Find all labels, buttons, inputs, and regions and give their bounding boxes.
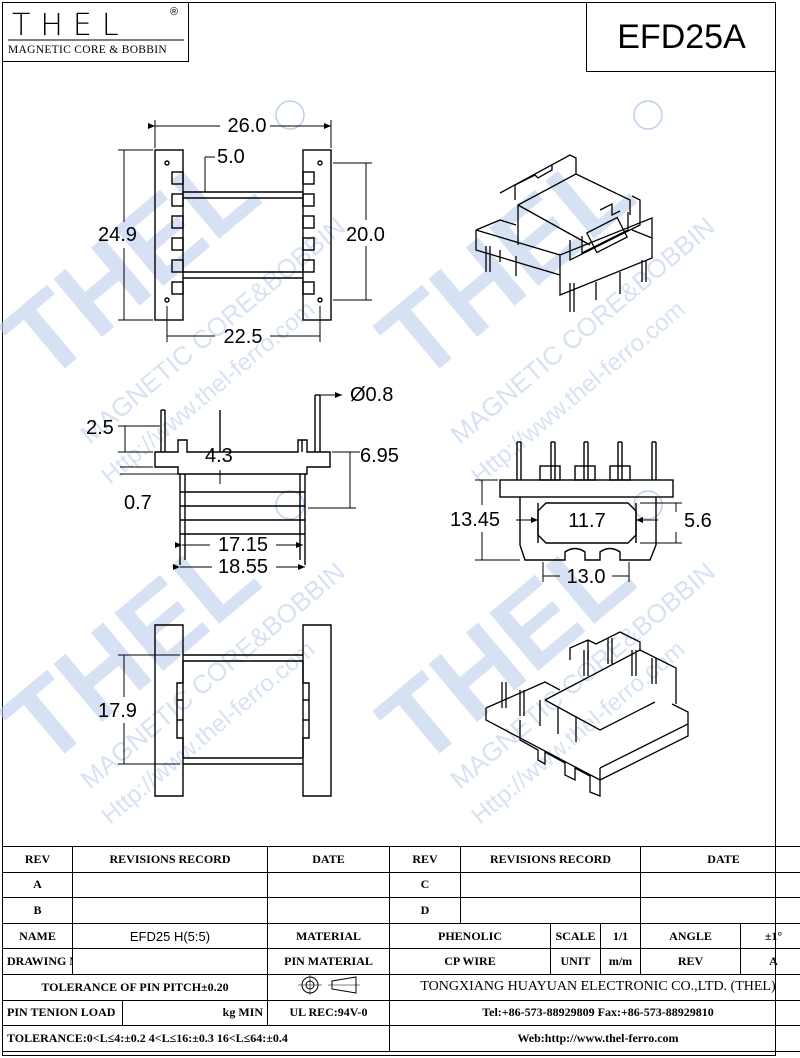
unit-label: UNIT xyxy=(550,948,601,975)
dim-base-width: 13.0 xyxy=(567,566,606,588)
date-header-2: DATE xyxy=(639,846,800,873)
revisions-header-2: REVISIONS RECORD xyxy=(460,846,641,873)
rev-b-record xyxy=(72,897,268,924)
side-view-dimensions xyxy=(118,654,180,765)
iso-view-bottom xyxy=(485,631,689,797)
model-number: EFD25A xyxy=(617,18,746,56)
rev-b-label: B xyxy=(2,897,73,924)
watermark-right-top: THEL MAGNETIC CORE&BOBBIN Http://www.the… xyxy=(356,125,720,490)
dim-pin-length: 2.5 xyxy=(86,417,114,439)
dim-window-height: 5.6 xyxy=(684,510,712,532)
rev-c-date xyxy=(639,871,800,899)
tel-fax: Tel:+86-573-88929809 Fax:+86-573-8892981… xyxy=(388,999,800,1027)
date-header: DATE xyxy=(267,846,390,873)
title-row-header: REV REVISIONS RECORD DATE REV REVISIONS … xyxy=(2,846,800,873)
scale-value: 1/1 xyxy=(600,922,641,950)
logo-rule xyxy=(8,39,184,41)
brand-logo: THEL xyxy=(12,8,129,43)
revisions-header: REVISIONS RECORD xyxy=(72,846,268,873)
general-tolerance: TOLERANCE:0<L≤4:±0.2 4<L≤16:±0.3 16<L≤64… xyxy=(2,1025,390,1052)
rev-field-label: REV xyxy=(640,948,741,975)
top-view-pins-right xyxy=(302,171,315,295)
dim-window-width: 11.7 xyxy=(568,510,605,532)
pin-material-label: PIN MATERIAL xyxy=(267,948,390,975)
front-view-dimensions xyxy=(118,392,360,570)
dim-flange-offset: 0.7 xyxy=(124,492,152,514)
angle-label: ANGLE xyxy=(640,922,741,950)
watermark-left-bottom: THEL MAGNETIC CORE&BOBBIN Http://www.the… xyxy=(0,510,351,830)
unit-value: m/m xyxy=(600,948,641,975)
side-view xyxy=(154,624,332,797)
dim-winding-width: 17.15 xyxy=(218,534,268,556)
name-value: EFD25 H(5:5) xyxy=(72,922,268,950)
top-view xyxy=(154,149,332,321)
title-row-pitch: TOLERANCE OF PIN PITCH±0.20 TONGXIANG HU… xyxy=(2,973,800,1001)
rev-c-record xyxy=(460,871,641,899)
top-view-left-flange xyxy=(154,149,184,321)
rev-b-date xyxy=(267,897,390,924)
dim-side-height: 17.9 xyxy=(98,700,137,722)
ul-rec: UL REC:94V-0 xyxy=(267,999,390,1027)
dim-end-height: 13.45 xyxy=(450,509,500,531)
title-row-rev-a: A C xyxy=(2,871,800,899)
model-box: EFD25A xyxy=(586,2,776,72)
title-row-tolerance: TOLERANCE:0<L≤4:±0.2 4<L≤16:±0.3 16<L≤64… xyxy=(2,1025,800,1052)
dim-flange-height: 6.95 xyxy=(360,445,399,467)
dim-overall-width: 18.55 xyxy=(218,556,268,578)
rev-a-record xyxy=(72,871,268,899)
dim-pin-diameter: Ø0.8 xyxy=(350,384,393,406)
drawing-canvas: THEL MAGNETIC CORE&BOBBIN Http://www.the… xyxy=(0,100,721,830)
projection-icon xyxy=(297,975,360,996)
name-label: NAME xyxy=(2,922,73,950)
rev-field-value: A xyxy=(739,948,800,975)
web-address: Web:http://www.thel-ferro.com xyxy=(388,1025,800,1052)
rev-d-date xyxy=(639,897,800,924)
top-view-right-flange xyxy=(302,149,332,321)
material-label: MATERIAL xyxy=(267,922,390,950)
dim-slot-height: 4.3 xyxy=(205,445,233,467)
watermark-registered-marks xyxy=(275,100,663,520)
rev-d-label: D xyxy=(389,897,461,924)
dim-top-inner: 5.0 xyxy=(217,146,245,168)
rev-header-2: REV xyxy=(389,846,461,873)
dim-top-bottom-width: 22.5 xyxy=(224,326,263,348)
rev-header: REV xyxy=(2,846,73,873)
registered-mark: ® xyxy=(170,6,179,18)
end-view-dimensions xyxy=(475,479,682,582)
title-row-drawing: DRAWING NO PIN MATERIAL CP WIRE UNIT m/m… xyxy=(2,948,800,975)
watermark-right-bottom: THEL MAGNETIC CORE&BOBBIN Http://www.the… xyxy=(356,510,720,830)
end-view xyxy=(499,441,674,561)
drawing-no-label: DRAWING NO xyxy=(2,948,73,975)
top-view-pins-left xyxy=(171,171,184,295)
title-block: REV REVISIONS RECORD DATE REV REVISIONS … xyxy=(2,846,800,1052)
drawing-no-value xyxy=(72,948,268,975)
logo-box: THEL ® MAGNETIC CORE & BOBBIN xyxy=(2,2,189,62)
rev-a-date xyxy=(267,871,390,899)
pitch-tolerance: TOLERANCE OF PIN PITCH±0.20 xyxy=(2,973,268,1001)
pin-material-value: CP WIRE xyxy=(389,948,551,975)
rev-d-record xyxy=(460,897,641,924)
scale-label: SCALE xyxy=(550,922,601,950)
dim-top-pin-span: 20.0 xyxy=(346,224,385,246)
title-row-tension: PIN TENION LOAD kg MIN UL REC:94V-0 Tel:… xyxy=(2,999,800,1027)
dim-top-width: 26.0 xyxy=(228,115,267,137)
angle-value: ±1° xyxy=(739,922,800,950)
logo-subtitle: MAGNETIC CORE & BOBBIN xyxy=(8,44,167,56)
material-value: PHENOLIC xyxy=(389,922,551,950)
pin-tension-unit: kg MIN xyxy=(122,999,268,1027)
title-row-name: NAME EFD25 H(5:5) MATERIAL PHENOLIC SCAL… xyxy=(2,922,800,950)
watermark-left-top: THEL MAGNETIC CORE&BOBBIN Http://www.the… xyxy=(0,125,351,490)
top-view-dimensions xyxy=(118,120,372,342)
company-name: TONGXIANG HUAYUAN ELECTRONIC CO.,LTD. (T… xyxy=(388,973,800,1001)
iso-view-top xyxy=(475,154,653,312)
rev-a-label: A xyxy=(2,871,73,899)
dim-top-height: 24.9 xyxy=(98,224,137,246)
rev-c-label: C xyxy=(389,871,461,899)
projection-symbol xyxy=(267,973,390,1001)
drawing-frame xyxy=(2,2,776,1056)
pin-tension-label: PIN TENION LOAD xyxy=(2,999,123,1027)
title-row-rev-b: B D xyxy=(2,897,800,924)
